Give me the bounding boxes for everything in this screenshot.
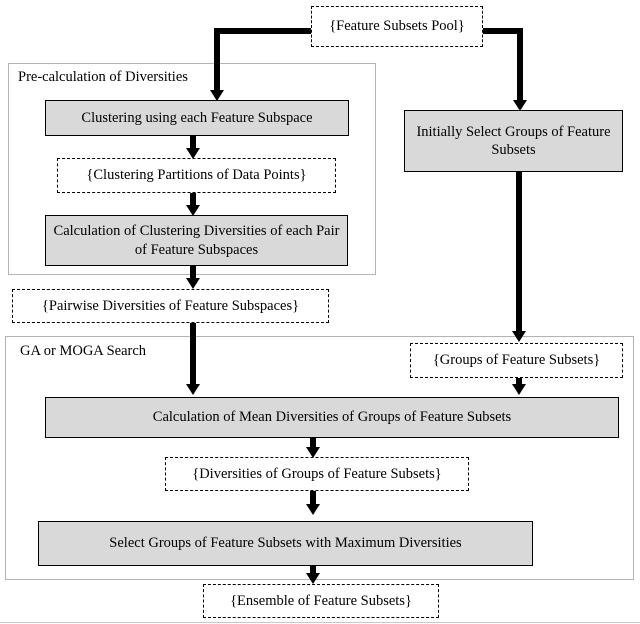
edge-partitions-to-calcdiv-line [190, 192, 196, 208]
node-select-groups-with-maximum-diversities[interactable]: Select Groups of Feature Subsets with Ma… [38, 521, 533, 566]
edge-calcmean-to-divgroups-line [310, 437, 316, 451]
edge-clustering-to-partitions-line [190, 135, 196, 151]
panel-ga-moga-search-label: GA or MOGA Search [20, 343, 147, 359]
edge-calcdiv-to-pairwise-arrowhead [185, 278, 200, 289]
edge-pool-to-initial-arrowhead [512, 100, 527, 111]
node-groups-of-feature-subsets[interactable]: {Groups of Feature Subsets} [410, 343, 623, 378]
edge-select-to-ensemble-arrowhead [305, 573, 320, 584]
node-ensemble-of-feature-subsets[interactable]: {Ensemble of Feature Subsets} [203, 584, 439, 618]
bottom-divider [0, 622, 640, 623]
edge-pool-to-initial-horizontal [476, 28, 523, 34]
edge-partitions-to-calcdiv-arrowhead [185, 205, 200, 216]
node-initially-select-groups-of-feature-subsets[interactable]: Initially Select Groups of Feature Subse… [404, 110, 623, 172]
edge-initial-to-groups-arrowhead [511, 331, 526, 342]
edge-calcdiv-to-pairwise-line [190, 265, 196, 281]
edge-pool-to-clustering-arrowhead [210, 90, 224, 101]
edge-initial-to-groups-line [516, 171, 522, 333]
edge-divgroups-to-select-line [310, 490, 316, 507]
edge-pairwise-to-calcmean-arrowhead [185, 384, 200, 395]
node-feature-subsets-pool[interactable]: {Feature Subsets Pool} [311, 6, 483, 47]
node-calculation-of-clustering-diversities[interactable]: Calculation of Clustering Diversities of… [45, 215, 348, 266]
edge-pool-to-initial-vertical [517, 28, 523, 102]
edge-pool-to-clustering-vertical [214, 28, 220, 92]
edge-calcmean-to-divgroups-arrowhead [305, 447, 320, 458]
edge-groups-to-calcmean-line [516, 377, 522, 386]
panel-ga-moga-search [5, 336, 634, 580]
edge-pool-to-clustering-horizontal [214, 28, 318, 34]
panel-pre-calculation-label: Pre-calculation of Diversities [18, 69, 188, 85]
edge-groups-to-calcmean-arrowhead [511, 384, 526, 395]
edge-clustering-to-partitions-arrowhead [185, 148, 200, 159]
node-clustering-using-each-feature-subspace[interactable]: Clustering using each Feature Subspace [45, 100, 349, 136]
edge-divgroups-to-select-arrowhead [305, 504, 320, 515]
node-pairwise-diversities-of-feature-subspaces[interactable]: {Pairwise Diversities of Feature Subspac… [12, 289, 329, 323]
node-diversities-of-groups-of-feature-subsets[interactable]: {Diversities of Groups of Feature Subset… [165, 457, 469, 491]
edge-pairwise-to-calcmean-line [190, 322, 196, 386]
node-clustering-partitions-of-data-points[interactable]: {Clustering Partitions of Data Points} [57, 158, 336, 193]
edge-select-to-ensemble-line [310, 565, 316, 580]
node-calculation-of-mean-diversities[interactable]: Calculation of Mean Diversities of Group… [45, 397, 619, 438]
